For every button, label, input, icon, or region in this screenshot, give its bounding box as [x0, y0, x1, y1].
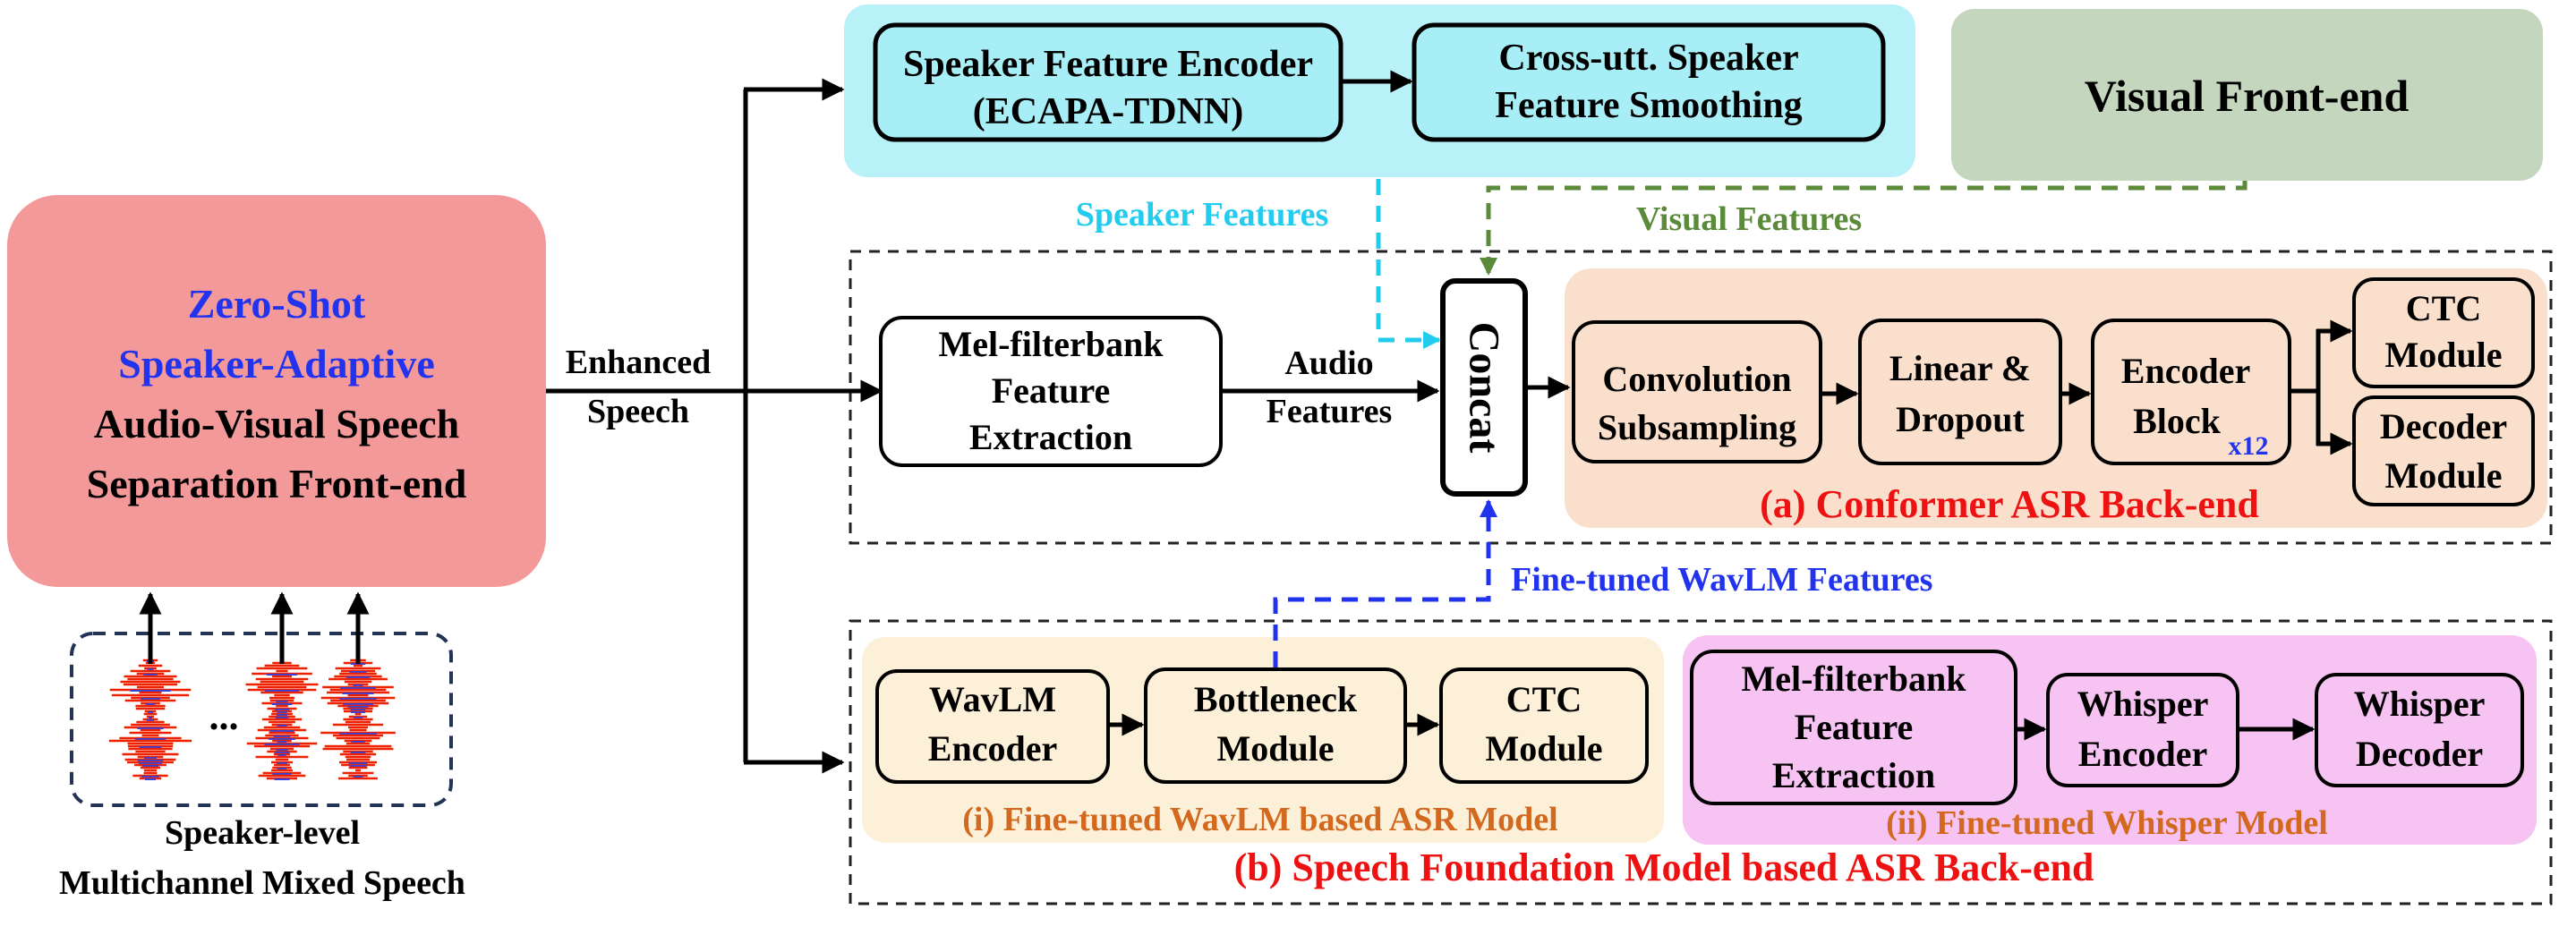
encoder-block-line-1: Encoder	[2121, 351, 2250, 391]
wavlm-features-arrow	[1273, 499, 1497, 667]
bottleneck-line-1: Bottleneck	[1194, 679, 1358, 719]
whisper-mel-line-2: Feature	[1795, 707, 1914, 747]
mixed-speech-group-box	[70, 632, 453, 807]
mel-line-3: Extraction	[969, 417, 1132, 457]
wavlm-features-label: Fine-tuned WavLM Features	[1511, 561, 1932, 599]
speaker-encoder-line-1: Speaker Feature Encoder	[903, 44, 1313, 85]
frontend-line-4: Separation Front-end	[87, 461, 467, 506]
visual-features-label: Visual Features	[1636, 200, 1862, 238]
conformer-caption: (a) Conformer ASR Back-end	[1760, 482, 2259, 526]
audio-features-label-2: Features	[1267, 393, 1393, 430]
smoothing-line-1: Cross-utt. Speaker	[1498, 38, 1798, 79]
waveform-icon	[320, 659, 396, 780]
conv-line-1: Convolution	[1602, 359, 1791, 399]
whisper-decoder-line-1: Whisper	[2354, 684, 2486, 724]
waveform-icon	[245, 659, 319, 780]
whisper-model-caption: (ii) Fine-tuned Whisper Model	[1886, 804, 2328, 842]
wavlm-ctc-line-1: CTC	[1506, 679, 1582, 719]
whisper-encoder-line-2: Encoder	[2078, 734, 2207, 774]
av-separation-frontend-box	[7, 195, 546, 587]
mel-line-2: Feature	[992, 370, 1111, 411]
encoder-repeat-label: x12	[2229, 431, 2269, 461]
mixed-speech-caption-2: Multichannel Mixed Speech	[59, 864, 465, 902]
frontend-line-2: Speaker-Adaptive	[118, 341, 435, 387]
visual-frontend-label: Visual Front-end	[2085, 71, 2410, 121]
whisper-decoder-line-2: Decoder	[2356, 734, 2483, 774]
conformer-ctc-line-2: Module	[2384, 335, 2502, 375]
foundation-dashed-region	[849, 619, 2553, 905]
wavlm-ctc-line-2: Module	[1485, 728, 1602, 769]
conformer-ctc-line-1: CTC	[2406, 288, 2481, 328]
bottleneck-line-2: Module	[1216, 728, 1334, 769]
conv-line-2: Subsampling	[1598, 407, 1796, 447]
visual-frontend-box	[1951, 9, 2543, 181]
speaker-features-label: Speaker Features	[1076, 196, 1329, 234]
speaker-encoder-line-2: (ECAPA-TDNN)	[973, 91, 1244, 132]
linear-line-2: Dropout	[1896, 399, 2025, 439]
whisper-encoder-line-1: Whisper	[2077, 684, 2209, 724]
whisper-mel-line-3: Extraction	[1772, 755, 1935, 795]
waveform-icon	[108, 659, 192, 780]
decoder-line-2: Module	[2384, 455, 2502, 496]
enhanced-speech-label-2: Speech	[587, 393, 689, 430]
mixed-speech-caption-1: Speaker-level	[165, 814, 360, 852]
speaker-feature-smoothing-box	[1412, 22, 1886, 142]
linear-line-1: Linear &	[1889, 348, 2031, 388]
encoder-block-line-2: Block	[2133, 401, 2222, 441]
speaker-features-arrow	[1376, 179, 1441, 349]
linear-dropout-box	[1858, 319, 2062, 465]
conformer-ctc-module-box	[2352, 277, 2535, 388]
enhanced-speech-label-1: Enhanced	[566, 344, 712, 381]
foundation-caption: (b) Speech Foundation Model based ASR Ba…	[1234, 846, 2094, 889]
mel-line-1: Mel-filterbank	[938, 324, 1164, 364]
wavlm-ctc-module-box	[1439, 667, 1649, 784]
wavlm-encoder-line-2: Encoder	[928, 728, 1057, 769]
frontend-line-3: Audio-Visual Speech	[94, 401, 460, 446]
wavlm-model-caption: (i) Fine-tuned WavLM based ASR Model	[962, 801, 1557, 838]
whisper-mel-line-1: Mel-filterbank	[1741, 659, 1966, 699]
audio-features-label-1: Audio	[1284, 344, 1373, 382]
waveform-ellipsis: ...	[209, 694, 239, 738]
conformer-dashed-region	[849, 250, 2553, 545]
visual-features-arrow	[1480, 181, 2248, 276]
wavlm-encoder-line-1: WavLM	[929, 679, 1056, 719]
concat-label: Concat	[1461, 322, 1508, 454]
whisper-decoder-box	[2315, 673, 2524, 787]
frontend-line-1: Zero-Shot	[188, 281, 366, 327]
decoder-line-1: Decoder	[2380, 406, 2507, 446]
decoder-module-box	[2352, 395, 2535, 506]
smoothing-line-2: Feature Smoothing	[1495, 85, 1802, 126]
